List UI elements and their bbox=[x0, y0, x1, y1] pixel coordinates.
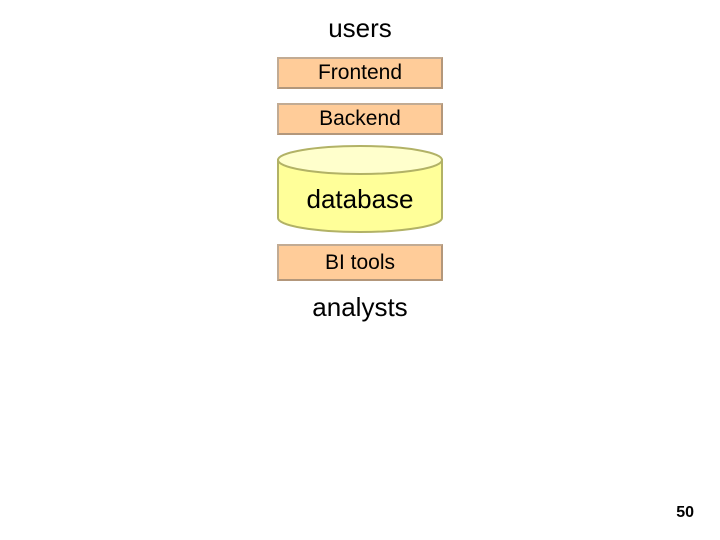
database-label: database bbox=[306, 184, 414, 214]
bi-tools-box-label: BI tools bbox=[324, 250, 396, 274]
bi-tools-box: BI tools bbox=[277, 244, 443, 281]
frontend-box-label: Frontend bbox=[317, 61, 403, 84]
users-label: users bbox=[328, 13, 392, 43]
backend-box: Backend bbox=[277, 103, 443, 135]
frontend-box: Frontend bbox=[277, 57, 443, 89]
slide-page-number: 50 bbox=[676, 504, 694, 521]
analysts-label: analysts bbox=[312, 292, 408, 322]
database-cylinder-icon bbox=[277, 145, 443, 233]
backend-box-label: Backend bbox=[319, 107, 401, 130]
